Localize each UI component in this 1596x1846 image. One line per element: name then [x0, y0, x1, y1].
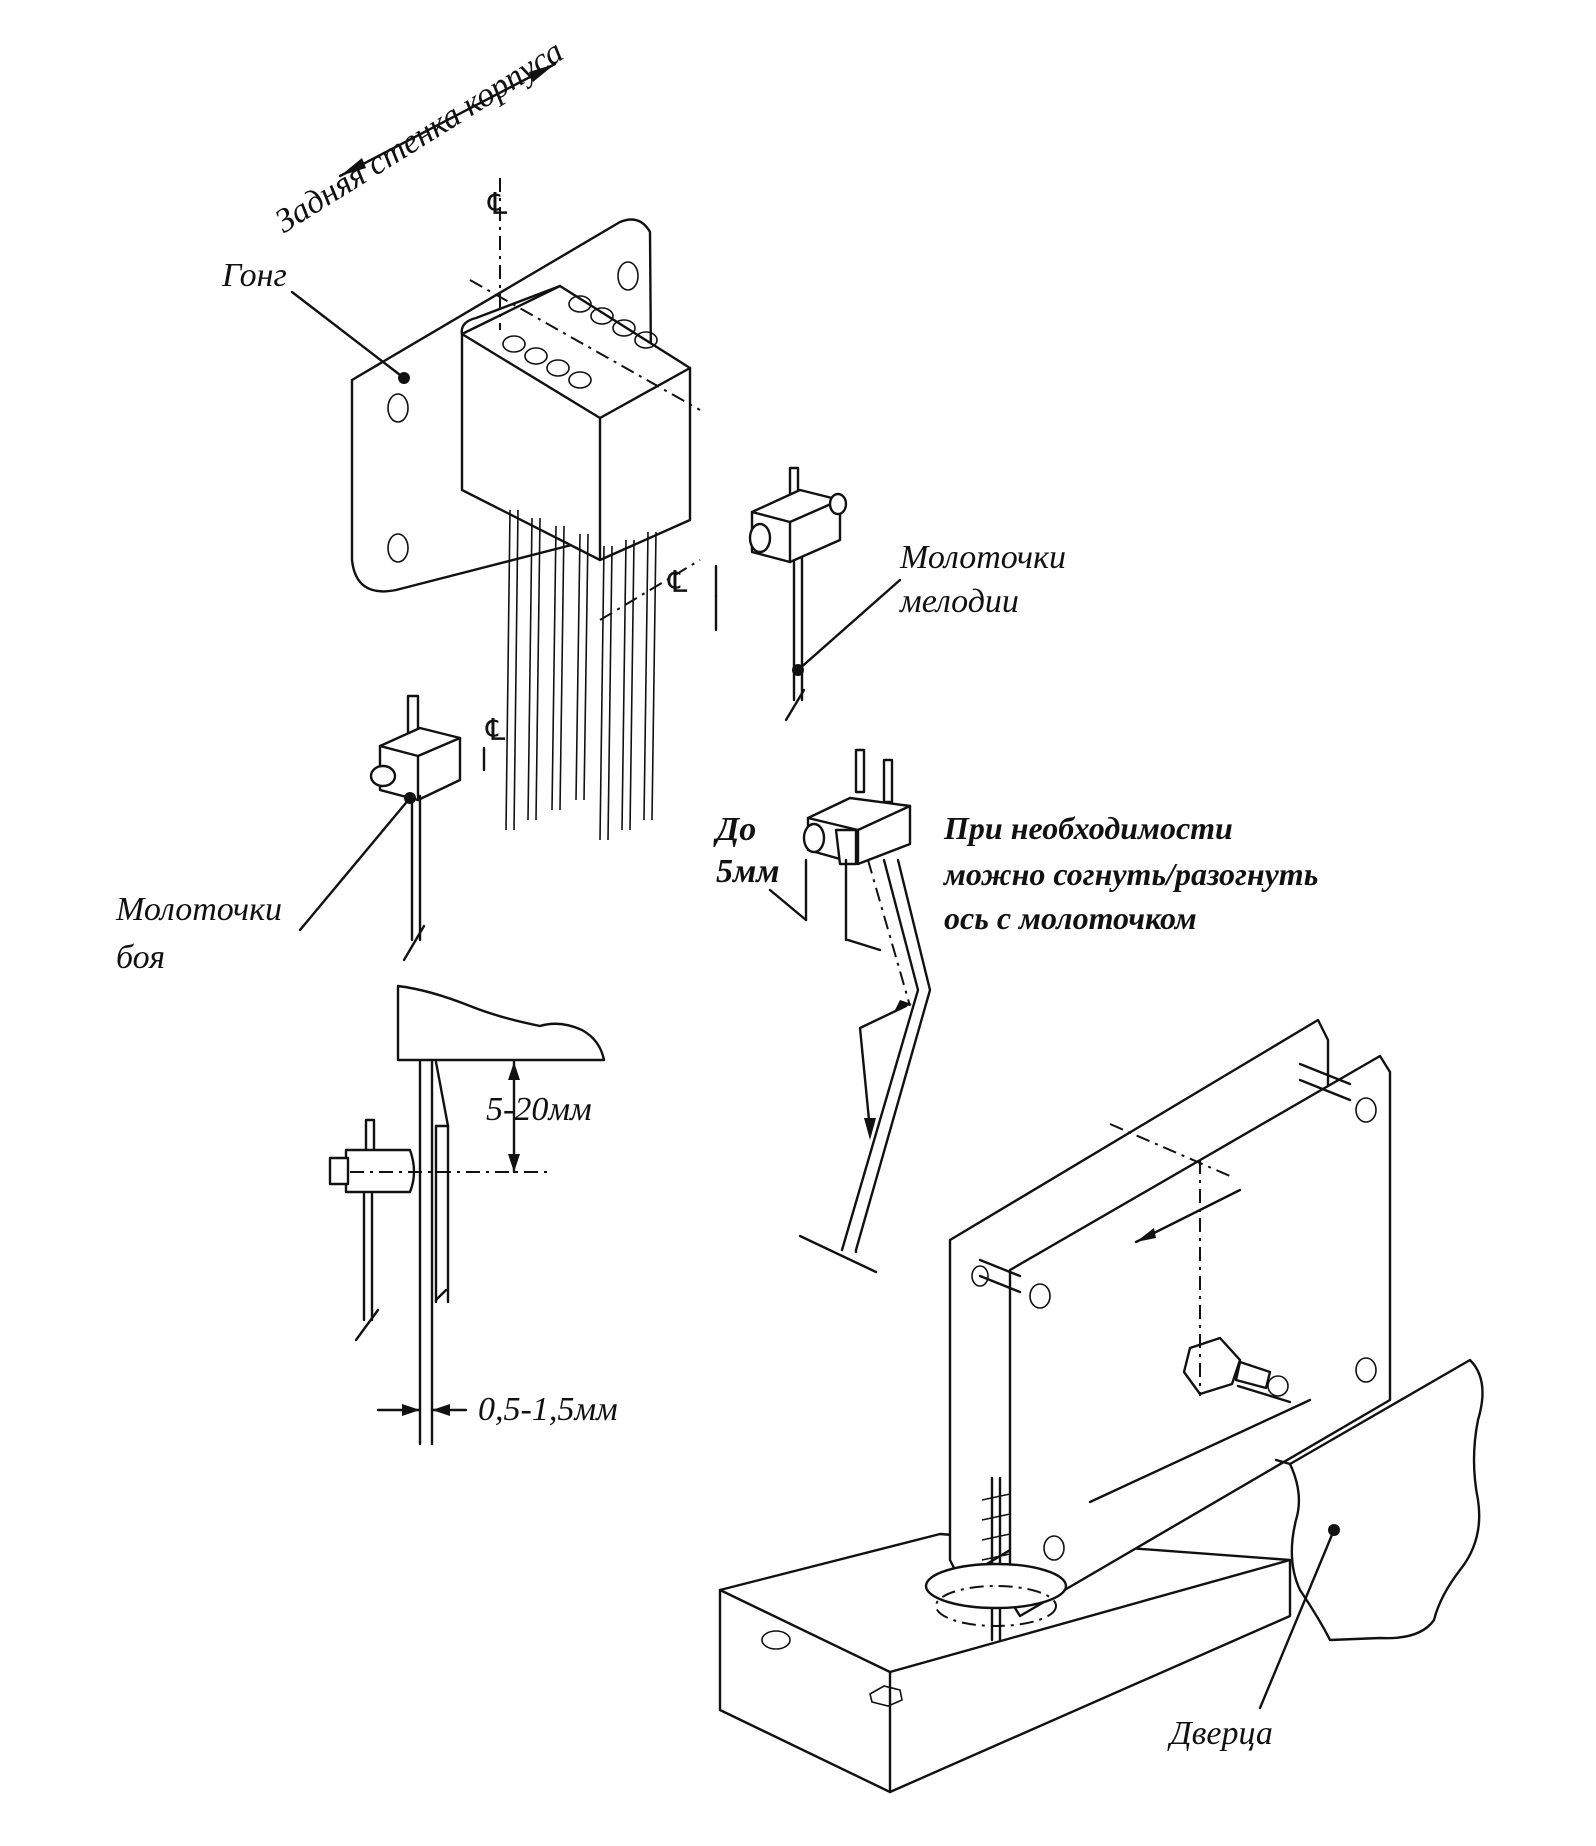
back-wall-arrow: [338, 62, 557, 178]
gong-block: [350, 178, 701, 841]
centerline-symbol-melody: ℄: [667, 566, 688, 599]
door-label: Дверца: [1170, 1715, 1273, 1752]
gong-label: Гонг: [222, 257, 287, 294]
bend-note-line2: можно согнуть/разогнуть: [944, 856, 1319, 892]
strike-hammers-label-line1: Молоточки: [116, 891, 283, 928]
strike-hammers-label-line2: боя: [116, 939, 166, 976]
bend-detail: [768, 748, 932, 1274]
door: [1258, 1358, 1484, 1710]
gap-5-20-label: 5-20мм: [486, 1091, 592, 1128]
up-to-label-line1: До: [716, 811, 757, 848]
centerline-symbol-gong: ℄: [487, 188, 508, 221]
melody-hammers-label-line1: Молоточки: [900, 539, 1067, 576]
gap-detail: [328, 984, 606, 1446]
melody-hammers-label-line2: мелодии: [900, 583, 1019, 620]
strike-hammer: [298, 694, 486, 962]
centerline-symbol-strike: ℄: [485, 714, 506, 747]
gong-pointer-line: [290, 290, 406, 380]
clock-movement: [718, 1018, 1392, 1794]
bend-note-line1: При необходимости: [944, 810, 1233, 846]
melody-hammer: [714, 466, 902, 722]
bend-note-line3: ось с молоточком: [944, 900, 1197, 936]
up-to-label-line2: 5мм: [716, 853, 780, 890]
gap-05-15-label: 0,5-1,5мм: [478, 1391, 618, 1428]
